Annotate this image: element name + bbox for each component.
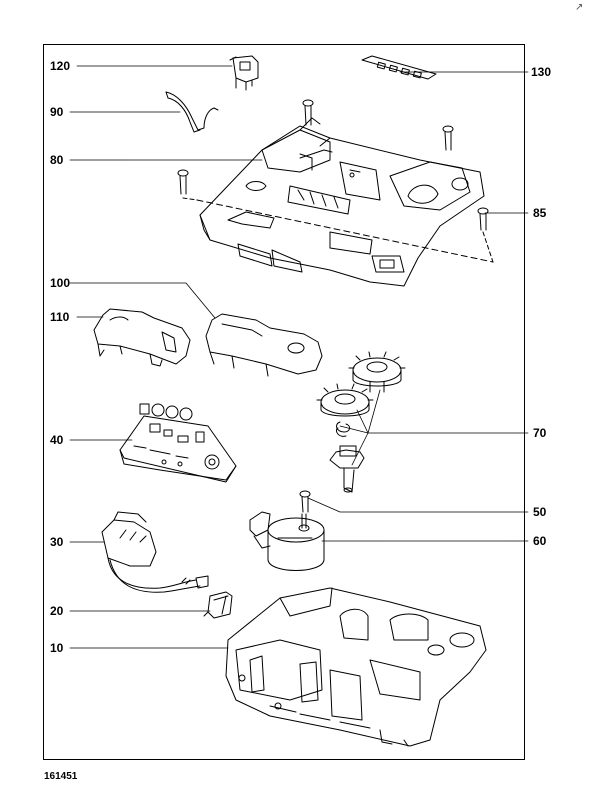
part-20-switch bbox=[203, 591, 233, 619]
callout-40: 40 bbox=[50, 433, 64, 447]
part-100-cover bbox=[205, 313, 323, 377]
callout-80: 80 bbox=[50, 153, 64, 167]
callout-70: 70 bbox=[533, 426, 547, 440]
callout-50: 50 bbox=[533, 505, 547, 519]
callout-120: 120 bbox=[50, 59, 71, 73]
part-70-gears bbox=[316, 351, 406, 493]
part-120-clip bbox=[229, 55, 259, 91]
part-80-top-cover bbox=[199, 117, 485, 287]
callout-90: 90 bbox=[50, 105, 64, 119]
cover-screws bbox=[177, 99, 494, 263]
callout-30: 30 bbox=[50, 535, 64, 549]
callout-110: 110 bbox=[50, 310, 70, 324]
part-60-motor bbox=[249, 511, 325, 571]
callout-100: 100 bbox=[50, 276, 71, 290]
part-50-screw bbox=[299, 490, 311, 513]
leader-lines bbox=[69, 65, 529, 649]
part-30-harness bbox=[101, 511, 209, 593]
callout-130: 130 bbox=[531, 65, 552, 79]
part-10-base-housing bbox=[225, 587, 487, 747]
part-40-circuit-board bbox=[119, 403, 237, 483]
part-110-cover bbox=[93, 308, 191, 367]
corner-mark-icon: ↗ bbox=[575, 2, 584, 13]
callout-10: 10 bbox=[50, 641, 64, 655]
callout-60: 60 bbox=[533, 534, 547, 548]
part-90-strip bbox=[165, 91, 219, 133]
callout-20: 20 bbox=[50, 604, 64, 618]
diagram-frame bbox=[43, 44, 525, 760]
drawing-code: 161451 bbox=[44, 771, 78, 782]
callout-85: 85 bbox=[533, 206, 547, 220]
part-130-label bbox=[361, 55, 437, 80]
